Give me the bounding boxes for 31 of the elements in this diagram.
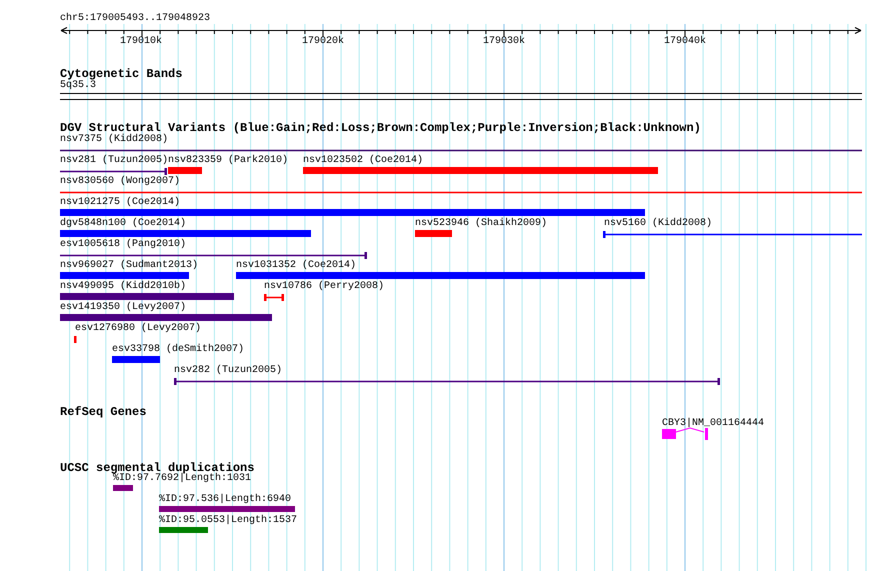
duplication-label: %ID:97.7692|Length:1031 [113,473,252,485]
duplication-label: %ID:95.0553|Length:1537 [159,515,298,527]
variant-label: nsv5160 (Kidd2008) [604,218,712,230]
variant-label: nsv969027 (Sudmant2013) [60,260,198,272]
tick-label: 179010k [120,36,162,48]
tick-label: 179020k [302,36,344,48]
track-heading: Cytogenetic Bands [60,67,182,81]
variant-label: esv1276980 (Levy2007) [75,323,202,335]
variant-label: dgv5848n100 (Coe2014) [60,218,186,230]
variant-label: nsv7375 (Kidd2008) [60,134,168,146]
track-heading: DGV Structural Variants (Blue:Gain;Red:Loss;Brown:Complex;Purple:Inversion;Black:Unknown) [60,121,701,135]
variant-label: nsv1021275 (Coe2014) [60,197,180,209]
gene-label: CBY3|NM_001164444 [662,418,764,430]
variant-label: nsv830560 (Wong2007) [60,176,180,188]
coord-label: chr5:179005493..179048923 [60,13,210,25]
variant-label: nsv1031352 (Coe2014) [236,260,356,272]
variant-label: esv33798 (deSmith2007) [112,344,244,356]
tick-label: 179030k [483,36,526,48]
variant-label: esv1005618 (Pang2010) [60,239,186,251]
track-heading: RefSeq Genes [60,405,146,419]
variant-label: nsv499095 (Kidd2010b) [60,281,186,293]
variant-label: nsv1023502 (Coe2014) [303,155,424,167]
variant-label: nsv823359 (Park2010) [168,155,288,167]
variant-label: nsv523946 (Shaikh2009) [415,218,548,230]
tick-label: 179040k [664,36,706,48]
variant-label: nsv10786 (Perry2008) [264,281,384,293]
variant-label: nsv281 (Tuzun2005) [60,155,168,167]
variant-label: esv1419350 (Levy2007) [60,302,186,314]
variant-label: nsv282 (Tuzun2005) [174,365,282,377]
band-label: 5q35.3 [60,80,96,92]
duplication-label: %ID:97.536|Length:6940 [159,494,292,506]
